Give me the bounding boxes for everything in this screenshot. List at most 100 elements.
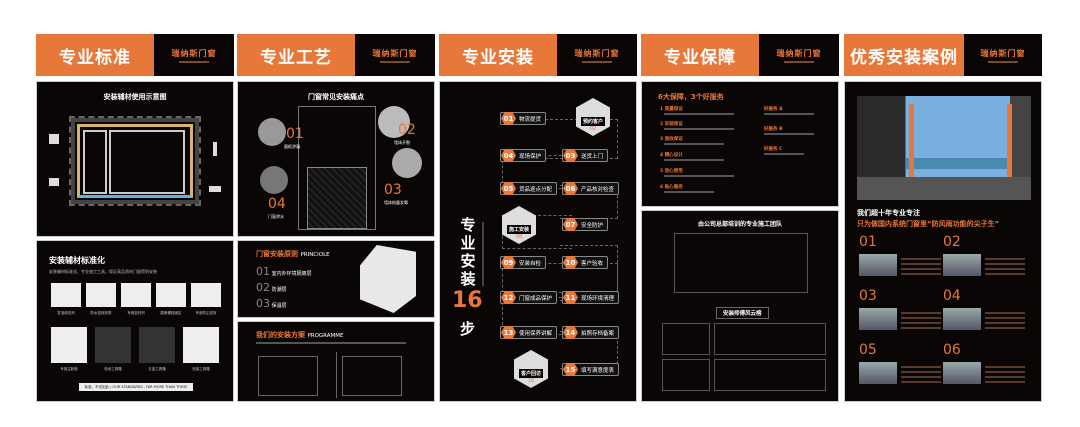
team-photo-frame — [674, 233, 808, 293]
cases-subline: 只为做国内系统门窗里“防风雨功能的尖子生” — [857, 220, 1000, 228]
header-craft: 专业工艺 瑞纳斯门窗 — [237, 34, 435, 76]
side-title-2: 步 — [460, 320, 476, 338]
product-label: 专用防尘密封 — [195, 311, 217, 315]
painpoints-title: 门窗常见安装痛点 — [308, 93, 364, 101]
product-image — [156, 283, 186, 307]
column-cases: 优秀安装案例 瑞纳斯门窗 — [844, 34, 1042, 76]
guarantee-item: 4 精心设计 — [660, 153, 683, 158]
case-number: 05 — [859, 342, 877, 358]
product-label: 膨胀螺栓固定 — [160, 311, 182, 315]
panel-materials: 安装辅材标准化 安装辅材标准化、专业施工工具，保证高品质的门窗得到安装 发泡填充… — [36, 240, 234, 402]
principle-item: 02 防潮层 — [256, 281, 287, 294]
panel-diagram: 安装辅材使用示意图 — [36, 81, 234, 237]
case-number: 01 — [859, 234, 877, 250]
section-diagram — [298, 106, 376, 230]
case-info — [985, 312, 1025, 332]
brand-logo: 瑞纳斯门窗 — [557, 34, 637, 76]
guarantee-item: 3 验收保证 — [660, 137, 683, 142]
side-number: 16 — [452, 288, 483, 313]
panel-principle: 门窗安装原则 PRINCIOLE 01 室内外环境隔离层 02 防潮层 03 保… — [237, 240, 435, 318]
principle-item: 03 保温层 — [256, 297, 287, 310]
master-info-table — [714, 323, 826, 355]
service-item: 好服务 A — [764, 107, 783, 112]
case-number: 03 — [859, 288, 877, 304]
materials-subtitle: 安装辅材标准化、专业施工工具，保证高品质的门窗得到安装 — [49, 269, 157, 274]
painpoint-photo — [378, 106, 410, 138]
painpoint-photo — [260, 166, 288, 194]
header-title: 优秀安装案例 — [844, 34, 964, 76]
case-photo — [859, 308, 897, 330]
programme-diagram — [342, 356, 402, 396]
header-title: 专业标准 — [36, 34, 154, 76]
header-install: 专业安装 瑞纳斯门窗 — [439, 34, 637, 76]
brand-logo: 瑞纳斯门窗 — [355, 34, 435, 76]
product-label: 专用注胶枪 — [60, 367, 78, 371]
painpoint-label: 墙体结露发霉 — [384, 200, 408, 205]
product-label: 防水密封胶带 — [90, 311, 112, 315]
diagram-title: 安装辅材使用示意图 — [103, 93, 167, 101]
painpoint-number: 01 — [286, 126, 304, 142]
case-number: 04 — [943, 288, 961, 304]
side-title: 专业安装 — [460, 216, 476, 288]
painpoint-photo — [392, 148, 422, 178]
footer-banner: 标准，不仅如此 / OUR STANDARDS , FAR MORE THAN … — [79, 383, 193, 391]
header-cases: 优秀安装案例 瑞纳斯门窗 — [844, 34, 1042, 76]
product-image — [191, 283, 221, 307]
hero-photo — [857, 96, 1031, 200]
column-craft: 专业工艺 瑞纳斯门窗 — [237, 34, 435, 76]
principle-item: 01 室内外环境隔离层 — [256, 265, 312, 278]
case-info — [901, 366, 941, 386]
materials-title: 安装辅材标准化 — [49, 256, 105, 265]
product-image — [51, 327, 87, 363]
painpoint-label: 墙体开裂 — [394, 140, 410, 145]
guarantee-item: 5 放心使用 — [660, 169, 683, 174]
master-photo-frame — [662, 359, 710, 391]
brand-logo: 瑞纳斯门窗 — [964, 34, 1042, 76]
header-title: 专业保障 — [641, 34, 759, 76]
programme-diagram — [258, 356, 318, 396]
header-title: 专业工艺 — [237, 34, 355, 76]
panel-cases: 我们超十年专业专注 只为做国内系统门窗里“防风雨功能的尖子生” 01 02 03… — [844, 81, 1042, 402]
case-photo — [859, 362, 897, 384]
principle-title: 门窗安装原则 PRINCIOLE — [256, 250, 330, 258]
service-item: 好服务 B — [764, 127, 783, 132]
guarantee-item: 2 安装保证 — [660, 122, 683, 127]
product-label: 电动工具箱 — [104, 367, 122, 371]
product-image — [86, 283, 116, 307]
programme-title: 我们的安装方案 PROGRAMME — [256, 331, 344, 339]
case-photo — [943, 308, 981, 330]
painpoint-label: 门窗渗水 — [268, 214, 284, 219]
panel-programme: 我们的安装方案 PROGRAMME — [237, 321, 435, 402]
case-photo — [859, 254, 897, 276]
tool-icon — [49, 178, 59, 186]
master-photo-frame — [662, 323, 710, 355]
product-image — [95, 327, 131, 363]
product-label: 发泡填充剂 — [57, 311, 75, 315]
master-info-table — [714, 359, 826, 391]
panel-team: 由公司总部培训的专业施工团队 安装师傅风云榜 — [641, 210, 839, 402]
product-label: 五金工具箱 — [148, 367, 166, 371]
cloud-title: 安装师傅风云榜 — [716, 307, 769, 319]
window-frame-diagram — [69, 116, 201, 206]
case-number: 02 — [943, 234, 961, 250]
tool-icon — [209, 186, 221, 192]
product-image — [183, 327, 219, 363]
painpoint-number: 02 — [398, 122, 416, 138]
case-info — [901, 258, 941, 278]
column-install: 专业安装 瑞纳斯门窗 — [439, 34, 637, 76]
case-photo — [943, 362, 981, 384]
cases-headline: 我们超十年专业专注 — [857, 209, 920, 217]
column-guarantee: 专业保障 瑞纳斯门窗 — [641, 34, 839, 76]
